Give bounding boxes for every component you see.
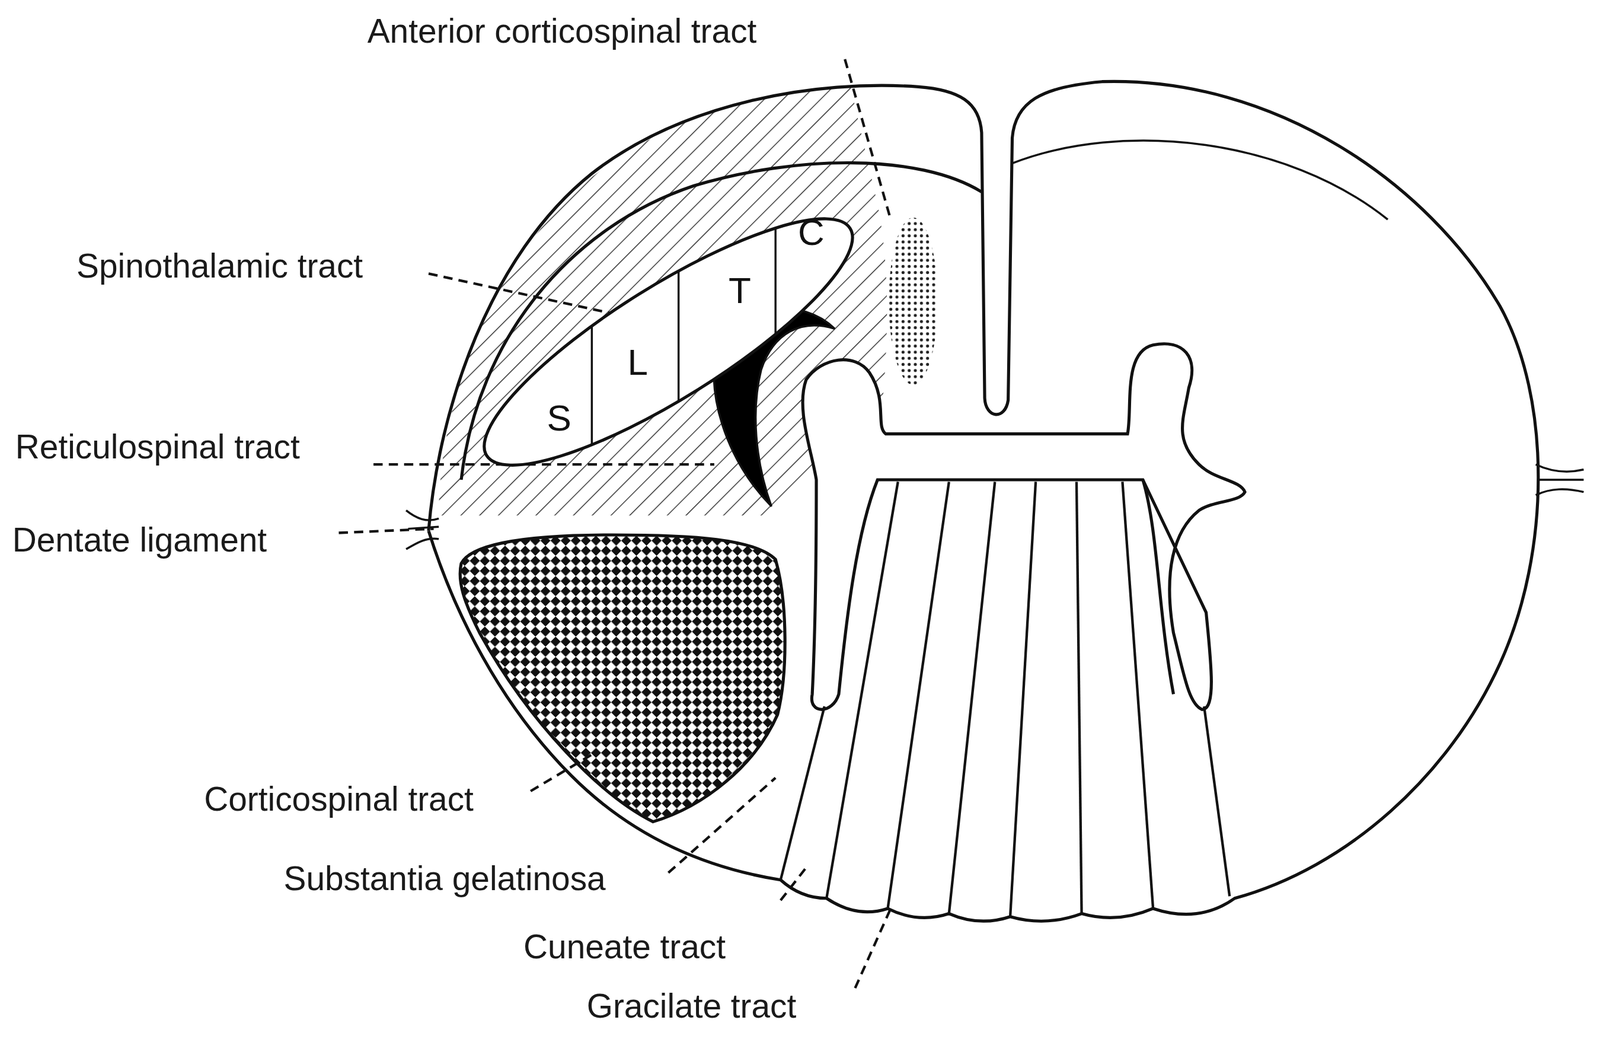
leader-line (338, 59, 890, 988)
cord-outline (428, 81, 1539, 921)
segment-letter: L (627, 343, 648, 381)
tract-ellipse: S L T C (448, 193, 888, 490)
corticospinal-region (460, 534, 785, 822)
anterior-corticospinal-region (888, 217, 938, 385)
tract-label: Dentate ligament (12, 522, 267, 557)
column-septa (780, 481, 1230, 916)
segment-divider (774, 193, 776, 490)
inner-contour (1012, 140, 1388, 220)
tract-label: Spinothalamic tract (76, 248, 363, 283)
ellipse-shape (457, 180, 880, 504)
tract-label: Substantia gelatinosa (283, 861, 606, 896)
segment-letter: C (797, 214, 825, 251)
tract-label: Gracilate tract (586, 988, 797, 1023)
segment-divider (591, 193, 593, 490)
posterior-horn (1142, 479, 1174, 694)
segment-letter: T (728, 272, 752, 310)
tract-label: Corticospinal tract (203, 781, 474, 816)
dentate-ligament (406, 464, 1584, 549)
tract-label: Cuneate tract (523, 929, 726, 964)
tract-label: Reticulospinal tract (15, 429, 300, 464)
tract-label: Anterior corticospinal tract (367, 14, 758, 49)
segment-divider (677, 193, 680, 490)
segment-letter: S (547, 400, 572, 437)
commissure-fill (879, 436, 1142, 478)
